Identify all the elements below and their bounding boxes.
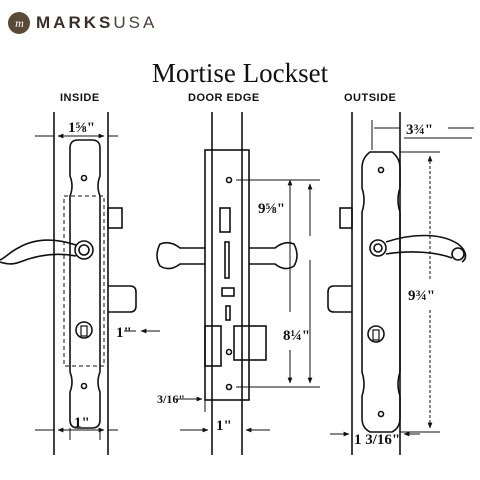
outside-side-dimension: 9¾": [408, 288, 435, 304]
inside-screw-bottom-icon: [80, 382, 88, 390]
brand-name-light: USA: [113, 13, 158, 32]
edge-screw-bottom-icon: [225, 383, 233, 391]
outside-cylinder-icon: [367, 325, 385, 343]
marksusa-logo-icon: m: [8, 12, 30, 34]
outside-view-label: OUTSIDE: [344, 92, 397, 104]
inside-latch-stub: [107, 207, 123, 229]
outside-bottom-dimension: 1 3/16": [354, 432, 400, 448]
inside-keyway-icon: [80, 325, 88, 337]
outside-escutcheon-plate: [361, 151, 401, 433]
page-title: Mortise Lockset: [151, 58, 329, 88]
edge-upper-dimension: 9⅝": [258, 201, 285, 217]
door-edge-view-label: DOOR EDGE: [188, 92, 260, 104]
edge-cylinder-screw-icon: [225, 348, 233, 356]
outside-latch-stub: [339, 207, 353, 229]
inside-view-label: INSIDE: [60, 92, 100, 104]
edge-slot-2: [221, 287, 235, 297]
outside-top-dimension: 3¾": [406, 122, 433, 138]
inside-top-dimension: 1⅝": [68, 120, 95, 136]
outside-keyway-icon: [372, 329, 380, 341]
edge-slot-3: [225, 305, 231, 321]
edge-latch: [219, 207, 231, 233]
inside-lever-rose-icon: [74, 240, 94, 260]
brand-logo-group: m MARKSUSA: [8, 11, 157, 35]
outside-deadbolt-stub: [327, 285, 352, 313]
edge-deadbolt-right: [233, 325, 267, 361]
inside-side-dimension: 1": [116, 325, 132, 341]
outside-lever-end-icon: [451, 247, 465, 261]
inside-lever-hub-icon: [78, 244, 90, 256]
inside-screw-top-icon: [80, 174, 88, 182]
inside-deadbolt-stub: [108, 285, 137, 313]
edge-deadbolt-left: [204, 325, 222, 367]
brand-name: MARKSUSA: [36, 13, 157, 33]
inside-escutcheon-plate: [69, 139, 101, 429]
edge-lever-left: [156, 241, 205, 270]
outside-view: [327, 112, 474, 455]
brand-name-bold: MARKS: [36, 13, 114, 32]
outside-lever-rose-icon: [369, 239, 387, 257]
outside-lever-hub-icon: [373, 243, 383, 253]
edge-screw-top-icon: [225, 176, 233, 184]
edge-lever-right: [249, 241, 298, 270]
inside-lever-handle: [0, 239, 77, 265]
inside-view: [0, 112, 160, 455]
edge-faceplate: [204, 149, 250, 401]
outside-lever-handle: [385, 234, 467, 263]
inside-bottom-dimension: 1": [74, 415, 90, 431]
outside-screw-top-icon: [377, 166, 385, 174]
edge-bottom-dimension: 1": [216, 418, 232, 434]
edge-slot-1: [224, 241, 230, 279]
edge-faceplate-dimension: 3/16": [157, 392, 185, 406]
edge-lower-dimension: 8¼": [283, 328, 310, 344]
outside-screw-bottom-icon: [377, 410, 385, 418]
inside-cylinder-icon: [75, 321, 93, 339]
door-edge-view: [156, 112, 320, 455]
